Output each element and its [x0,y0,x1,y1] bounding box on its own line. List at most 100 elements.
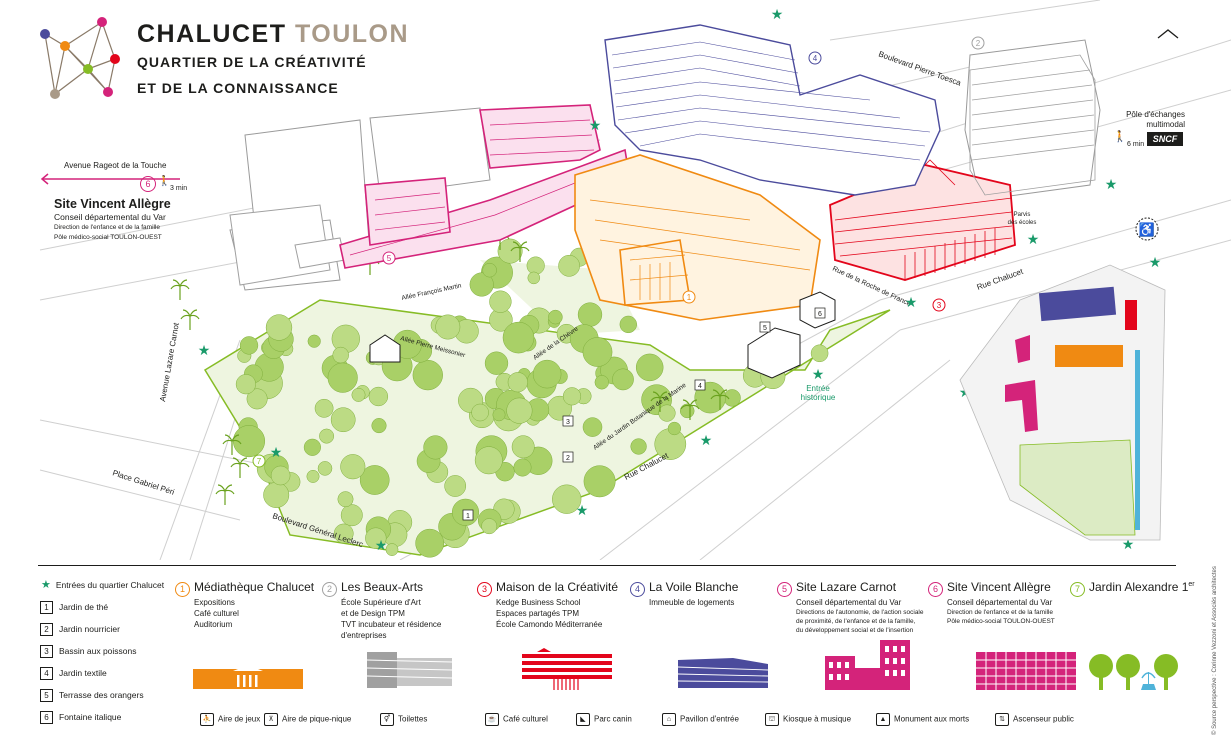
tree [471,403,489,422]
entrance-pavilion [369,291,836,379]
credit-text: © Source perspective : Corinne Vezzoni e… [1212,566,1218,735]
street-place-peri: Place Gabriel Péri [111,468,175,497]
pole-line1: Pôle d'échanges [1126,110,1185,119]
palm-tree [710,389,730,410]
tree [332,346,349,364]
cafe-icon: ☕ [485,713,499,726]
picnic-icon: ⊼ [264,713,278,726]
allee-martin: Allée François Martin [401,282,463,302]
garden-number-2: 2 [562,451,574,463]
garden-number-3: 3 [562,415,574,427]
svg-text:3: 3 [937,301,942,310]
entrance-star-icon: ★ [576,502,589,518]
tree [340,504,363,527]
tree [444,475,467,497]
tree [368,386,389,407]
palm-tree [222,434,242,455]
amenities-legend: ⛹Aire de jeux ⊼Aire de pique-nique ⚥Toil… [200,713,1100,727]
building-number-1: 1 [682,290,696,304]
bandstand-icon: ⛫ [765,713,779,726]
tree [635,353,664,382]
pole-walk-time: 6 min [1127,141,1145,148]
dog-park-icon: ◣ [576,713,590,726]
beaux-arts-illustration [367,652,452,688]
tree [469,272,494,297]
tree [412,359,443,391]
entree-historique-line1: Entrée [806,384,830,393]
svg-text:6: 6 [818,311,822,318]
tree [492,408,506,422]
tree [474,446,503,475]
pole-line2: multimodal [1146,120,1185,129]
tree [306,469,320,483]
amenity-item: ☕Café culturel [485,713,548,726]
entrance-star-icon: ★ [812,366,825,382]
building-number-7: 7 [252,454,266,468]
tree [658,404,676,422]
palm-tree [170,279,190,300]
tree [667,421,682,436]
logo-network-icon [40,17,120,99]
inset-map [959,264,1166,541]
vincent-sub3: Pôle médico-social TOULON-OUEST [54,234,162,241]
vincent-title: Site Vincent Allègre [54,197,171,211]
street-bd-toesca: Boulevard Pierre Toesca [877,49,962,87]
voile-blanche-illustration [678,658,768,688]
tree [511,435,535,459]
tree [810,344,829,363]
tree [594,375,609,390]
tree [582,337,613,367]
tree [385,543,399,556]
tree [527,271,541,285]
tree [484,351,509,375]
building-number-5: 5 [382,251,396,265]
tree [612,368,634,391]
tree [303,438,321,456]
tree [340,454,366,480]
tree [235,374,256,395]
subtitle-line-1: QUARTIER DE LA CRÉATIVITÉ [137,54,367,70]
svg-text:5: 5 [763,325,767,332]
tree [562,387,582,406]
entrance-star-icon: ★ [771,6,784,22]
palm-tree [680,399,700,420]
garden-number-5: 5 [759,321,771,333]
tree [435,314,461,340]
tree [482,262,497,278]
tree [619,315,637,334]
tree [507,372,528,393]
lazare-carnot-illustration [825,640,910,690]
tree [263,482,290,508]
tree [552,484,582,514]
tree [506,397,533,424]
tree [548,309,563,325]
tree [317,461,333,476]
svg-text:2: 2 [566,455,570,462]
tree [583,465,616,498]
tree [497,238,523,264]
amenity-item: ⛹Aire de jeux [200,713,260,726]
svg-text:4: 4 [698,383,702,390]
page-title: CHALUCET TOULON [137,20,410,48]
street-avenue-lazare: Avenue Lazare Carnot [158,321,181,402]
tree [723,389,741,407]
vincent-allegre-illustration [976,652,1076,690]
playground-icon: ⛹ [200,713,214,726]
entrance-star-icon: ★ [1105,176,1118,192]
palm-tree [230,457,250,478]
tree [239,336,259,355]
amenity-item: ▲Monument aux morts [876,713,969,726]
tree [337,491,354,508]
tree [307,334,321,348]
tree [582,417,603,437]
svg-text:5: 5 [387,254,392,263]
svg-text:1: 1 [466,513,470,520]
tree [333,523,354,544]
